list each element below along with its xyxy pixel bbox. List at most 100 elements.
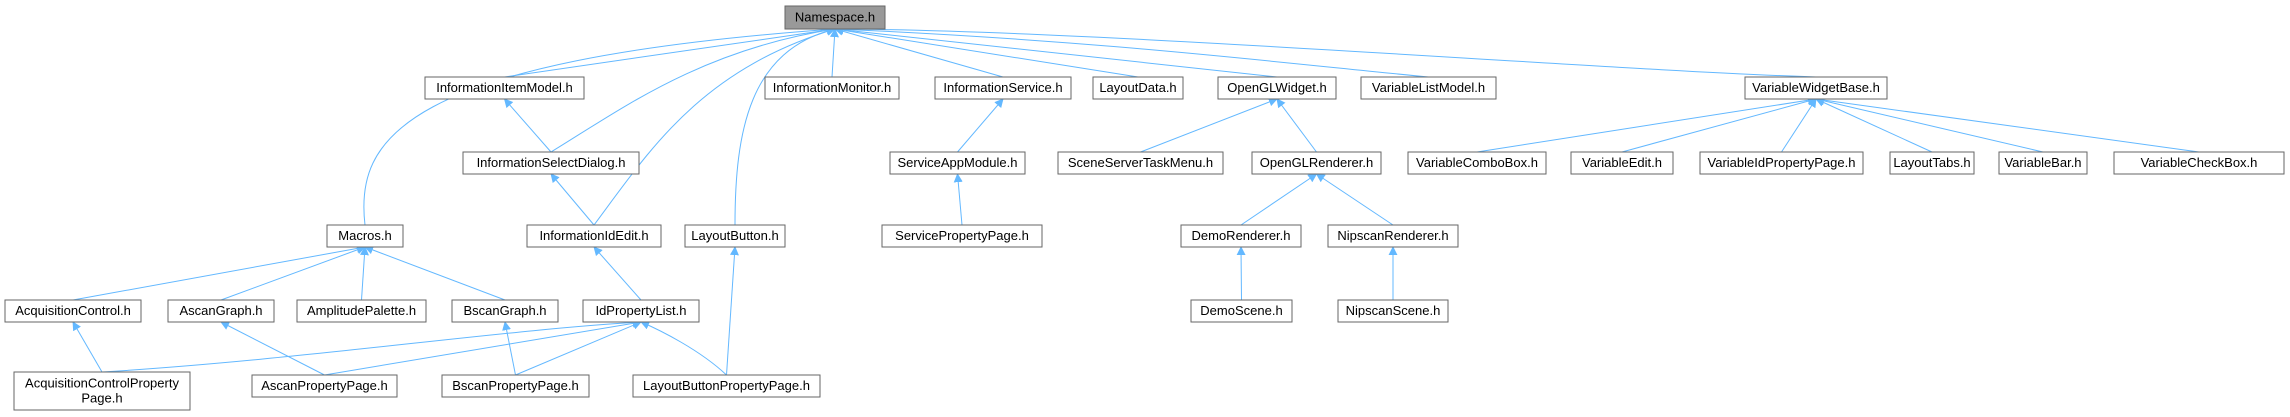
edge-ascan-graph-to-macros — [220, 245, 366, 301]
edge-info-id-edit-to-namespace — [593, 27, 836, 226]
node-box — [784, 5, 886, 30]
node-ascan-graph[interactable]: AscanGraph.h — [167, 299, 275, 323]
node-bscan-property-page[interactable]: BscanPropertyPage.h — [441, 374, 590, 398]
node-label: Page.h — [81, 391, 122, 406]
edge-info-monitor-to-namespace — [830, 28, 839, 78]
node-box — [296, 299, 427, 323]
node-nipscan-scene[interactable]: NipscanScene.h — [1337, 299, 1449, 323]
node-info-item-model[interactable]: InformationItemModel.h — [424, 76, 585, 100]
edge-info-item-model-to-namespace — [504, 25, 836, 78]
node-box — [934, 76, 1072, 100]
edge-opengl-widget-to-namespace — [834, 25, 1278, 78]
node-box — [889, 151, 1026, 175]
edge-macros-to-namespace — [363, 25, 836, 226]
node-variable-widget-base[interactable]: VariableWidgetBase.h — [1744, 76, 1888, 100]
node-box — [1407, 151, 1547, 175]
node-box — [632, 374, 821, 398]
node-demo-renderer[interactable]: DemoRenderer.h — [1180, 224, 1302, 248]
node-macros[interactable]: Macros.h — [326, 224, 404, 248]
node-label: DemoScene.h — [1200, 303, 1282, 318]
node-layout-button[interactable]: LayoutButton.h — [684, 224, 786, 248]
edges — [72, 24, 2200, 376]
node-label: BscanGraph.h — [463, 303, 546, 318]
node-layout-button-property-page[interactable]: LayoutButtonPropertyPage.h — [632, 374, 821, 398]
edge-info-select-dialog-to-info-item-model — [503, 98, 552, 153]
node-label: NipscanScene.h — [1346, 303, 1441, 318]
node-box — [1337, 299, 1449, 323]
edge-variable-list-model-to-namespace — [834, 24, 1429, 78]
node-service-app-module[interactable]: ServiceAppModule.h — [889, 151, 1026, 175]
node-box — [2113, 151, 2285, 175]
node-label: InformationMonitor.h — [773, 80, 892, 95]
node-namespace[interactable]: Namespace.h — [784, 5, 886, 30]
edge-layout-tabs-to-variable-widget-base — [1815, 98, 1933, 153]
node-label: VariableListModel.h — [1372, 80, 1485, 95]
node-service-property-page[interactable]: ServicePropertyPage.h — [881, 224, 1043, 248]
edge-acquisition-control-property-page-to-acquisition-control — [72, 321, 103, 373]
edge-info-id-edit-to-info-select-dialog — [550, 173, 595, 226]
node-box — [424, 76, 585, 100]
node-box — [1057, 151, 1224, 175]
node-amplitude-palette[interactable]: AmplitudePalette.h — [296, 299, 427, 323]
node-box — [1190, 299, 1293, 323]
node-bscan-graph[interactable]: BscanGraph.h — [451, 299, 559, 323]
edge-bscan-property-page-to-id-property-list — [515, 321, 642, 376]
node-label: Macros.h — [338, 228, 391, 243]
edge-variable-bar-to-variable-widget-base — [1815, 96, 2044, 153]
edge-bscan-graph-to-macros — [364, 245, 506, 301]
edge-nipscan-renderer-to-opengl-renderer — [1315, 173, 1394, 226]
edge-variable-check-box-to-variable-widget-base — [1815, 95, 2200, 153]
edge-layout-button-to-namespace — [734, 26, 836, 226]
node-box — [684, 224, 786, 248]
edge-acquisition-control-property-page-to-id-property-list — [101, 317, 642, 373]
node-label: OpenGLRenderer.h — [1260, 155, 1373, 170]
node-variable-combo-box[interactable]: VariableComboBox.h — [1407, 151, 1547, 175]
node-label: InformationSelectDialog.h — [477, 155, 626, 170]
node-variable-check-box[interactable]: VariableCheckBox.h — [2113, 151, 2285, 175]
node-variable-id-property-page[interactable]: VariableIdPropertyPage.h — [1699, 151, 1864, 175]
node-label: LayoutData.h — [1099, 80, 1176, 95]
node-variable-edit[interactable]: VariableEdit.h — [1570, 151, 1674, 175]
edge-id-property-list-to-info-id-edit — [593, 246, 642, 301]
node-box — [1699, 151, 1864, 175]
node-info-id-edit[interactable]: InformationIdEdit.h — [526, 224, 662, 248]
node-label: NipscanRenderer.h — [1337, 228, 1448, 243]
node-label: AscanGraph.h — [179, 303, 262, 318]
edge-variable-edit-to-variable-widget-base — [1621, 96, 1817, 153]
node-demo-scene[interactable]: DemoScene.h — [1190, 299, 1293, 323]
edge-service-property-page-to-service-app-module — [953, 173, 963, 226]
node-ascan-property-page[interactable]: AscanPropertyPage.h — [251, 374, 398, 398]
node-label: LayoutButton.h — [691, 228, 778, 243]
node-label: DemoRenderer.h — [1192, 228, 1291, 243]
node-box — [1998, 151, 2088, 175]
node-box — [167, 299, 275, 323]
node-opengl-widget[interactable]: OpenGLWidget.h — [1217, 76, 1337, 100]
node-layout-tabs[interactable]: LayoutTabs.h — [1889, 151, 1975, 175]
node-layout-data[interactable]: LayoutData.h — [1092, 76, 1184, 100]
node-nipscan-renderer[interactable]: NipscanRenderer.h — [1327, 224, 1459, 248]
node-box — [1180, 224, 1302, 248]
node-info-select-dialog[interactable]: InformationSelectDialog.h — [462, 151, 640, 175]
node-opengl-renderer[interactable]: OpenGLRenderer.h — [1251, 151, 1382, 175]
node-id-property-list[interactable]: IdPropertyList.h — [582, 299, 700, 323]
edge-info-service-to-namespace — [834, 26, 1004, 78]
node-label: VariableWidgetBase.h — [1752, 80, 1880, 95]
node-variable-list-model[interactable]: VariableListModel.h — [1360, 76, 1497, 100]
node-box — [1360, 76, 1497, 100]
node-label: AmplitudePalette.h — [307, 303, 416, 318]
node-label: BscanPropertyPage.h — [452, 378, 578, 393]
node-variable-bar[interactable]: VariableBar.h — [1998, 151, 2088, 175]
node-info-monitor[interactable]: InformationMonitor.h — [764, 76, 900, 100]
node-box — [1092, 76, 1184, 100]
node-box — [582, 299, 700, 323]
node-label: InformationService.h — [943, 80, 1062, 95]
node-info-service[interactable]: InformationService.h — [934, 76, 1072, 100]
node-box — [326, 224, 404, 248]
node-label: OpenGLWidget.h — [1227, 80, 1326, 95]
node-acquisition-control[interactable]: AcquisitionControl.h — [4, 299, 142, 323]
node-scene-server-task-menu[interactable]: SceneServerTaskMenu.h — [1057, 151, 1224, 175]
edge-amplitude-palette-to-macros — [359, 246, 369, 301]
